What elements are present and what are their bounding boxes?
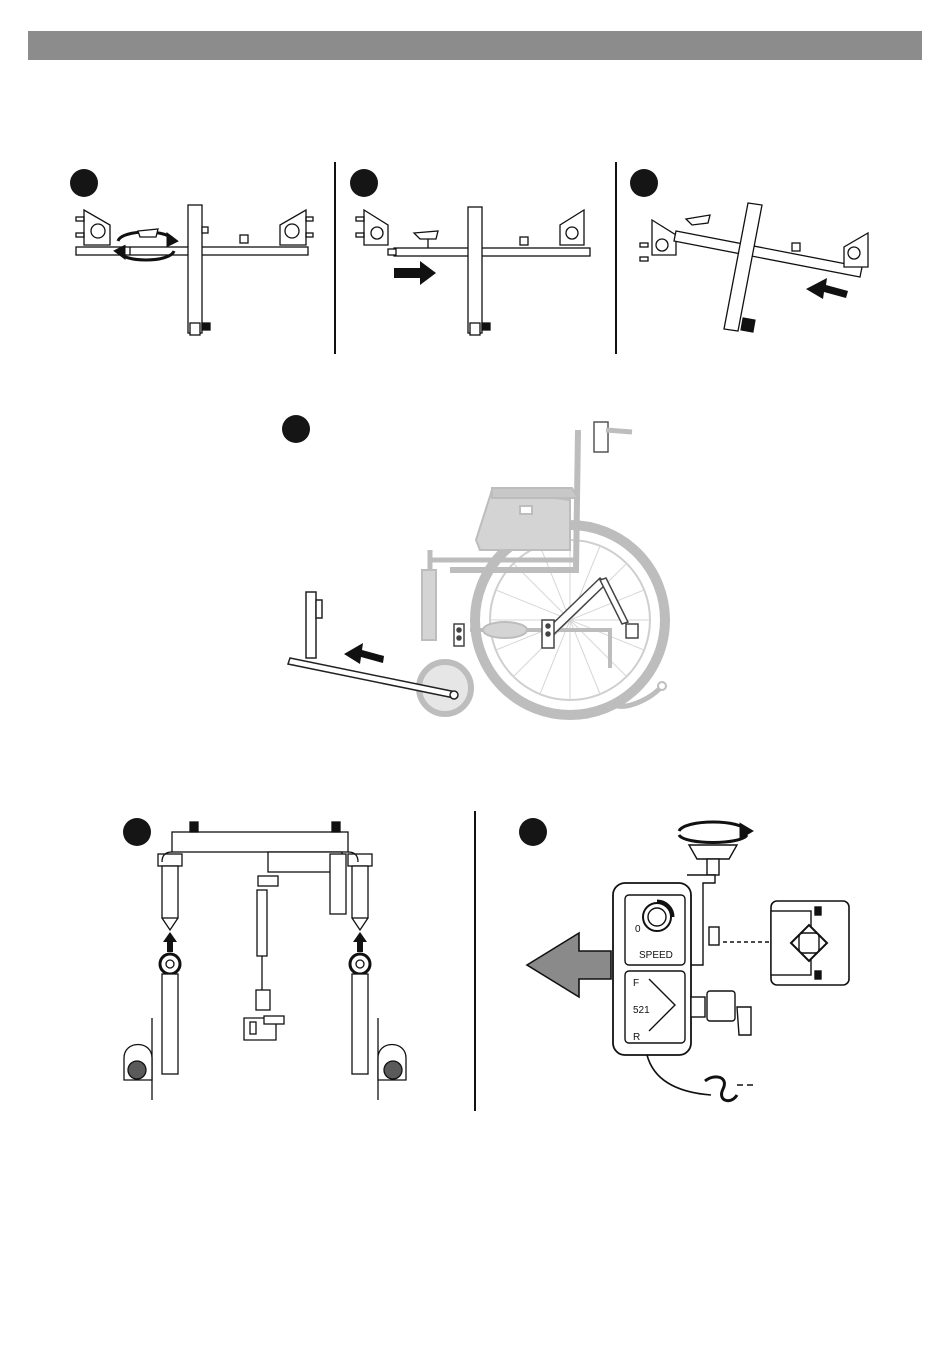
mount-bracket-right bbox=[280, 210, 313, 245]
arrow-left-icon bbox=[344, 643, 384, 664]
mount-bracket-left bbox=[76, 210, 110, 245]
large-arrow-left-icon bbox=[527, 933, 611, 997]
rear-wheel bbox=[475, 525, 665, 715]
step-6-illustration: 0 SPEED F 521 R bbox=[515, 815, 895, 1110]
clamp-detail-view bbox=[771, 901, 849, 985]
reverse-label: R bbox=[633, 1032, 640, 1043]
speed-label: SPEED bbox=[639, 950, 673, 961]
rotate-arrows-icon bbox=[679, 822, 751, 843]
panel-divider bbox=[615, 162, 617, 354]
step-3-badge bbox=[630, 169, 658, 197]
step-3-illustration bbox=[630, 195, 880, 345]
arrow-right-icon bbox=[394, 261, 436, 285]
step-5-illustration bbox=[110, 818, 430, 1108]
panel-divider bbox=[474, 811, 476, 1111]
step-2-illustration bbox=[350, 195, 600, 345]
panel-divider bbox=[334, 162, 336, 354]
forward-label: F bbox=[633, 978, 639, 989]
arrow-left-icon bbox=[806, 278, 848, 299]
step-4-wheelchair-illustration bbox=[280, 410, 680, 720]
step-1-badge bbox=[70, 169, 98, 197]
step-1-illustration bbox=[70, 195, 320, 345]
dial-zero-label: 0 bbox=[635, 924, 641, 935]
section-header-bar bbox=[28, 31, 922, 60]
step-2-badge bbox=[350, 169, 378, 197]
speed-control-box bbox=[613, 883, 691, 1055]
model-number-label: 521 bbox=[633, 1005, 650, 1016]
